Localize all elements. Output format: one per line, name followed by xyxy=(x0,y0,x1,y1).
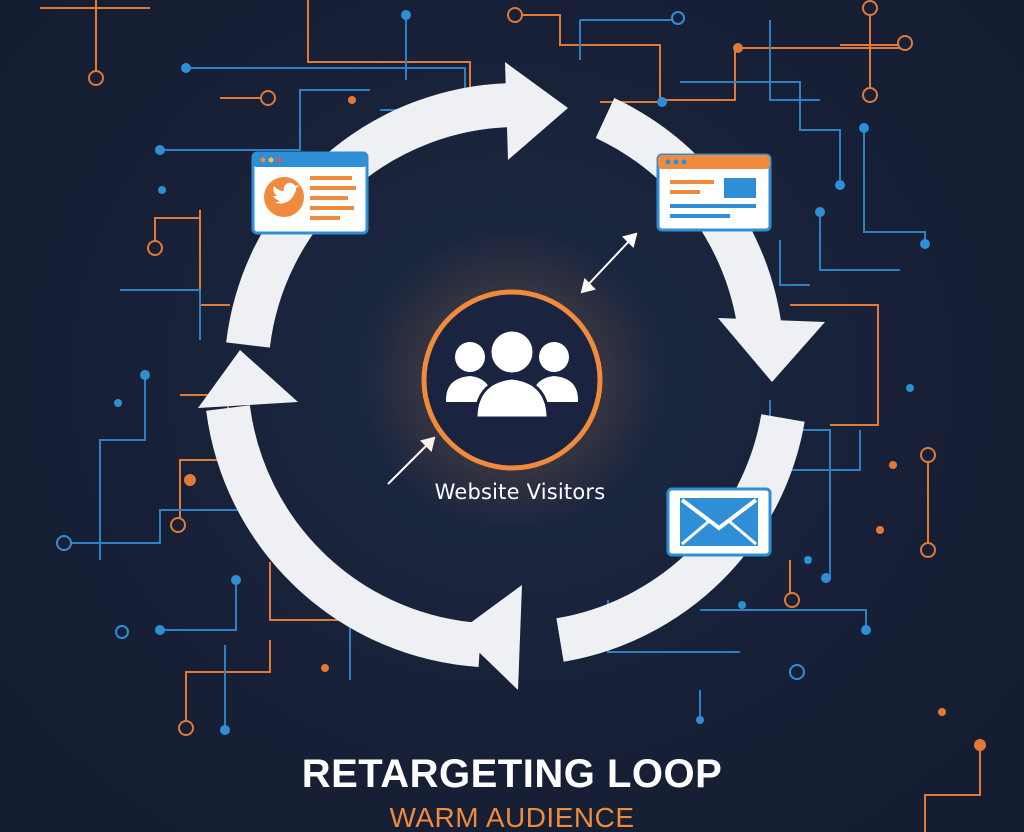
social-ad-window xyxy=(251,151,369,235)
envelope-icon xyxy=(680,498,758,546)
arrow-heads xyxy=(198,62,825,690)
diagram-subtitle: WARM AUDIENCE xyxy=(389,802,635,832)
webpage-icon xyxy=(670,178,756,218)
diagram-title: RETARGETING LOOP xyxy=(301,752,723,796)
center-label: Website Visitors xyxy=(434,480,606,504)
users-icon xyxy=(446,328,578,420)
email-window xyxy=(666,487,772,557)
display-ad-window xyxy=(656,153,772,232)
